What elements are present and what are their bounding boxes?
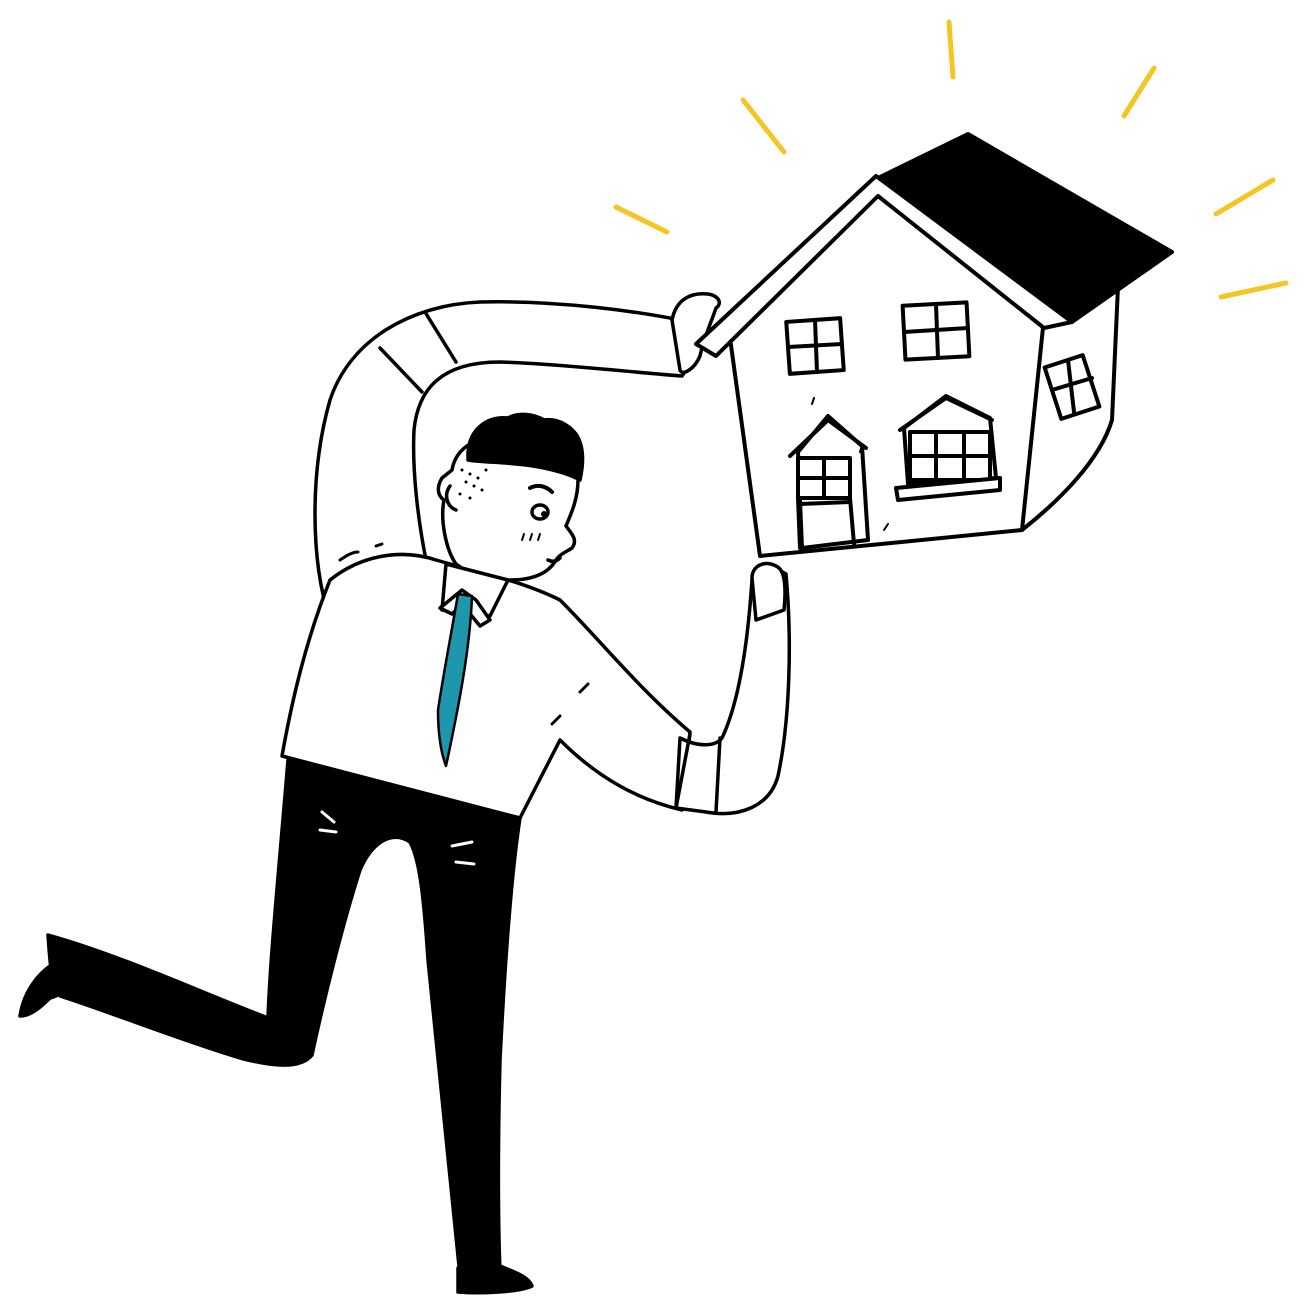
trouser-highlight [318,810,476,866]
front-arm-cuff [674,732,722,814]
front-hand [750,561,787,622]
front-shoe [456,1264,534,1295]
pupil [541,511,547,517]
mouth [546,556,562,564]
shirt [280,552,692,820]
cheek-marks [521,533,541,541]
back-shoe [18,958,66,1018]
brow [528,483,554,494]
trousers [46,758,522,1278]
door [788,414,870,550]
hair [466,412,585,482]
wall-marks [811,397,889,531]
sparkle-rays [613,19,1289,300]
sparkle-ray [946,19,956,80]
roof-trim [694,174,1074,358]
sparkle-ray [1121,65,1157,119]
ear [444,484,458,512]
back-arm-cuff-line [378,310,458,394]
shirt-fold [338,542,590,726]
stubble-dots [458,468,488,500]
tie [436,592,474,768]
sparkle-ray [1213,177,1276,217]
sparkle-ray [613,204,670,235]
sparkle-ray [1218,280,1289,300]
upper-window-left [784,316,846,376]
house [694,132,1174,558]
bay-window [894,394,1002,502]
back-hand [670,291,722,375]
upper-window-right [900,300,972,362]
sparkle-ray [740,97,787,155]
side-window [1042,353,1102,421]
man [18,291,792,1295]
